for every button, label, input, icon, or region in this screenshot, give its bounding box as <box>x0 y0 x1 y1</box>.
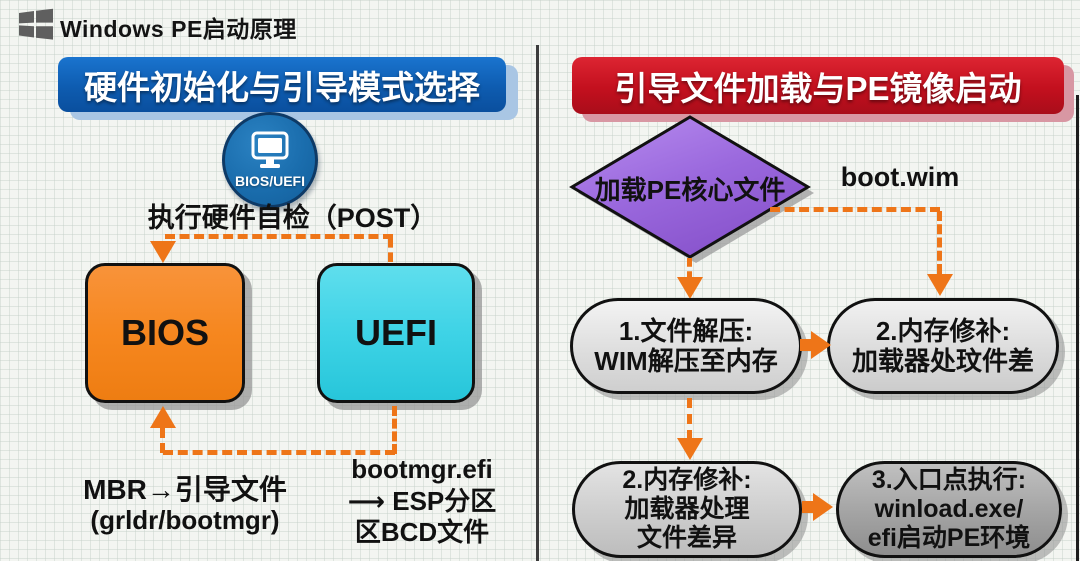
mbr-line2: (grldr/bootmgr) <box>90 505 280 536</box>
boot-wim-label: boot.wim <box>840 162 960 192</box>
right-edge-line <box>1076 95 1079 561</box>
step3-line2: winload.exe/ <box>874 495 1024 523</box>
connector-bottom-horizontal <box>163 450 395 455</box>
left-section-header: 硬件初始化与引导模式选择 <box>58 57 506 112</box>
bootmgr-efi-text: bootmgr.efi ⟶ ESP分区 区BCD文件 <box>334 454 510 549</box>
step1-pill: 1.文件解压: WIM解压至内存 <box>570 298 802 394</box>
connector-bootwim-vertical <box>937 211 942 274</box>
post-check-text: 执行硬件自检（POST） <box>147 203 438 233</box>
mbr-boot-file-text: MBR→引导文件 (grldr/bootmgr) <box>58 474 312 536</box>
efi-line3: 区BCD文件 <box>354 517 490 548</box>
arrowhead-into-bios-top <box>150 241 176 263</box>
arrow-step2b-to-step3-stem <box>802 501 814 513</box>
connector-top-horizontal <box>165 234 393 239</box>
uefi-box: UEFI <box>317 263 475 403</box>
connector-diamond-right-horizontal <box>770 207 940 212</box>
diamond-label: 加载PE核心文件 <box>594 175 786 205</box>
efi-line2: ⟶ ESP分区 <box>347 485 497 516</box>
arrowhead-into-step2a <box>927 274 953 296</box>
arrow-step1-to-step2a-stem <box>800 339 812 351</box>
efi-line1: bootmgr.efi <box>351 454 493 484</box>
step2b-line1: 2.内存修补: <box>622 466 752 494</box>
vertical-divider <box>536 45 539 561</box>
bios-box: BIOS <box>85 263 245 403</box>
step2a-pill: 2.内存修补: 加载器处玟件差 <box>827 298 1059 394</box>
step2a-line2: 加载器处玟件差 <box>851 346 1034 376</box>
mbr-line1: MBR→引导文件 <box>83 474 287 505</box>
step2b-line3: 文件差异 <box>636 524 737 552</box>
bios-uefi-badge: BIOS/UEFI <box>222 112 318 208</box>
arrowhead-into-bios-bottom <box>150 406 176 428</box>
step3-line3: efi启动PE环境 <box>867 524 1031 552</box>
arrowhead-into-step1 <box>677 277 703 299</box>
step2b-line2: 加载器处理 <box>624 495 750 523</box>
step3-pill: 3.入口点执行: winload.exe/ efi启动PE环境 <box>836 461 1062 558</box>
connector-diamond-to-step1 <box>687 258 692 280</box>
step2b-pill: 2.内存修补: 加载器处理 文件差异 <box>572 461 802 558</box>
step1-line2: WIM解压至内存 <box>594 346 778 376</box>
badge-label: BIOS/UEFI <box>234 173 305 189</box>
page-title: Windows PE启动原理 <box>60 16 297 42</box>
arrow-step2b-to-step3-head <box>813 493 833 521</box>
arrowhead-into-step2b <box>677 438 703 460</box>
step3-line1: 3.入口点执行: <box>871 466 1027 494</box>
connector-bottom-left-vertical <box>160 428 165 453</box>
windows-logo-icon <box>19 8 53 40</box>
arrow-step1-to-step2a-head <box>811 331 831 359</box>
connector-uefi-bottom-vertical <box>392 406 397 454</box>
step1-line1: 1.文件解压: <box>618 315 754 346</box>
load-pe-core-diamond <box>569 115 814 263</box>
connector-top-to-uefi <box>388 238 393 262</box>
right-section-header: 引导文件加载与PE镜像启动 <box>572 57 1064 114</box>
step2a-line1: 2.内存修补: <box>875 315 1011 346</box>
monitor-icon <box>251 131 289 168</box>
connector-step1-to-step2b <box>687 398 692 440</box>
